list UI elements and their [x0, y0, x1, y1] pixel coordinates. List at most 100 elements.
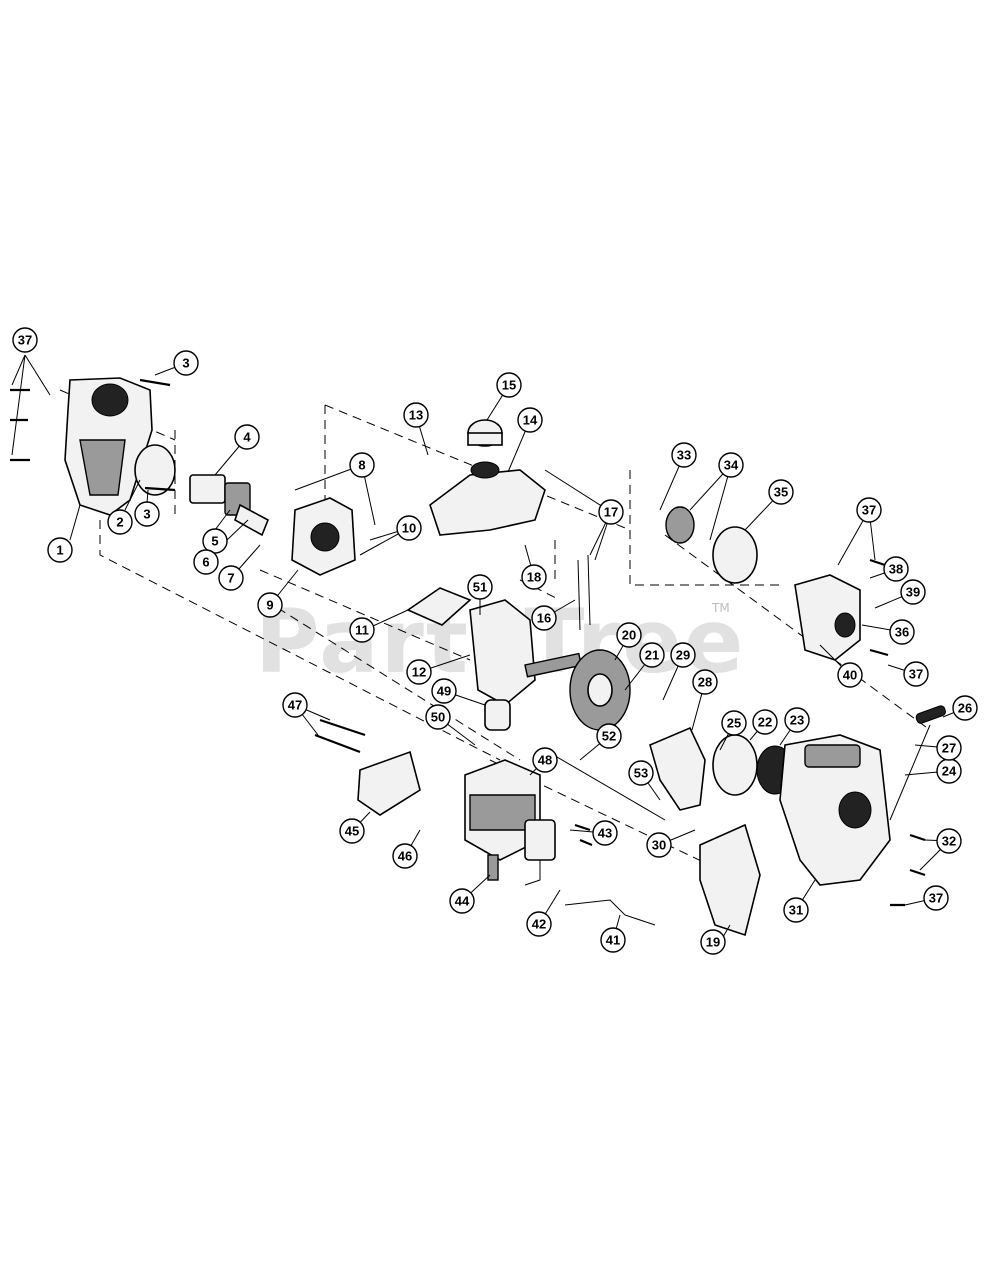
callout-number: 41 — [606, 933, 620, 948]
cylinder-part — [464, 759, 541, 861]
callout-number: 45 — [345, 824, 359, 839]
callout-number: 24 — [942, 764, 957, 779]
callout-37-a: 37 — [12, 327, 38, 353]
callout-number: 10 — [402, 521, 416, 536]
callout-31: 31 — [783, 897, 809, 923]
starter-housing-part — [779, 734, 891, 886]
callout-number: 4 — [243, 430, 251, 445]
callout-number: 27 — [942, 741, 956, 756]
callout-number: 33 — [677, 448, 691, 463]
ignition-coil-part — [524, 819, 556, 886]
throttle-handle-part — [699, 823, 761, 937]
callout-number: 13 — [409, 408, 423, 423]
callout-37-b: 37 — [856, 497, 882, 523]
callout-27: 27 — [936, 735, 962, 761]
callout-number: 46 — [398, 849, 412, 864]
starter-handle-part — [889, 705, 946, 821]
callout-29: 29 — [670, 642, 696, 668]
callout-3-b: 3 — [134, 501, 160, 527]
carburetor-part — [189, 474, 270, 537]
callout-number: 42 — [532, 917, 546, 932]
callout-number: 8 — [358, 458, 365, 473]
callout-23: 23 — [784, 707, 810, 733]
callout-number: 14 — [523, 413, 538, 428]
callout-number: 15 — [502, 378, 516, 393]
callout-number: 40 — [843, 668, 857, 683]
callout-number: 44 — [455, 894, 470, 909]
callout-3-a: 3 — [173, 350, 199, 376]
callout-16: 16 — [531, 605, 557, 631]
callout-number: 50 — [431, 710, 445, 725]
callout-22: 22 — [752, 709, 778, 735]
rod-part — [544, 749, 666, 821]
callout-number: 31 — [789, 903, 803, 918]
callout-9: 9 — [257, 592, 283, 618]
callout-45: 45 — [339, 818, 365, 844]
callout-44: 44 — [449, 888, 475, 914]
callout-number: 35 — [774, 485, 788, 500]
callout-number: 22 — [758, 715, 772, 730]
callout-2: 2 — [107, 509, 133, 535]
callout-number: 32 — [942, 834, 956, 849]
callout-48: 48 — [532, 747, 558, 773]
callout-number: 26 — [958, 701, 972, 716]
callout-number: 2 — [116, 515, 123, 530]
watermark-tm: TM — [711, 601, 730, 615]
gasket-part — [406, 587, 472, 626]
callout-13: 13 — [403, 402, 429, 428]
callout-4: 4 — [234, 424, 260, 450]
callout-number: 37 — [909, 667, 923, 682]
callout-15: 15 — [496, 372, 522, 398]
fuel-cap-part — [467, 419, 503, 447]
callout-number: 43 — [598, 826, 612, 841]
callout-number: 37 — [929, 891, 943, 906]
callout-number: 39 — [906, 585, 920, 600]
callout-number: 51 — [473, 580, 487, 595]
clutch-part — [665, 506, 695, 544]
callout-11: 11 — [349, 617, 375, 643]
callout-number: 48 — [538, 753, 552, 768]
callout-30: 30 — [646, 832, 672, 858]
callout-1: 1 — [47, 537, 73, 563]
callout-number: 3 — [182, 356, 189, 371]
callout-47: 47 — [282, 692, 308, 718]
clutch-drum-part — [712, 526, 758, 584]
callout-number: 30 — [652, 838, 666, 853]
spark-plug-part — [487, 854, 499, 881]
callout-number: 7 — [227, 571, 234, 586]
callout-40: 40 — [837, 662, 863, 688]
fuel-tank-part — [429, 461, 546, 536]
callout-24: 24 — [936, 758, 962, 784]
callout-37-c: 37 — [903, 661, 929, 687]
callout-10: 10 — [396, 515, 422, 541]
callouts: 37 3 1 2 3 4 5 6 7 8 9 10 11 12 13 14 15… — [12, 327, 978, 955]
callout-number: 49 — [437, 684, 451, 699]
muffler-part — [357, 750, 421, 816]
engine-main-part — [469, 599, 583, 706]
callout-36: 36 — [889, 619, 915, 645]
callout-5: 5 — [202, 528, 228, 554]
air-filter-housing-part — [64, 377, 153, 541]
callout-17: 17 — [598, 499, 624, 525]
callout-35: 35 — [768, 479, 794, 505]
flywheel-part — [569, 649, 631, 731]
callout-33: 33 — [671, 442, 697, 468]
callout-20: 20 — [616, 622, 642, 648]
piston-part — [484, 699, 511, 731]
callout-37-d: 37 — [923, 885, 949, 911]
callout-number: 21 — [645, 648, 659, 663]
callout-number: 23 — [790, 713, 804, 728]
callout-8: 8 — [349, 452, 375, 478]
callout-number: 5 — [211, 534, 218, 549]
callout-52: 52 — [596, 723, 622, 749]
callout-number: 37 — [18, 333, 32, 348]
callout-18: 18 — [521, 564, 547, 590]
callout-49: 49 — [431, 678, 457, 704]
callout-number: 28 — [698, 675, 712, 690]
callout-number: 53 — [634, 766, 648, 781]
callout-number: 34 — [724, 458, 739, 473]
callout-6: 6 — [193, 549, 219, 575]
callout-number: 47 — [288, 698, 302, 713]
shroud-part — [794, 574, 861, 661]
